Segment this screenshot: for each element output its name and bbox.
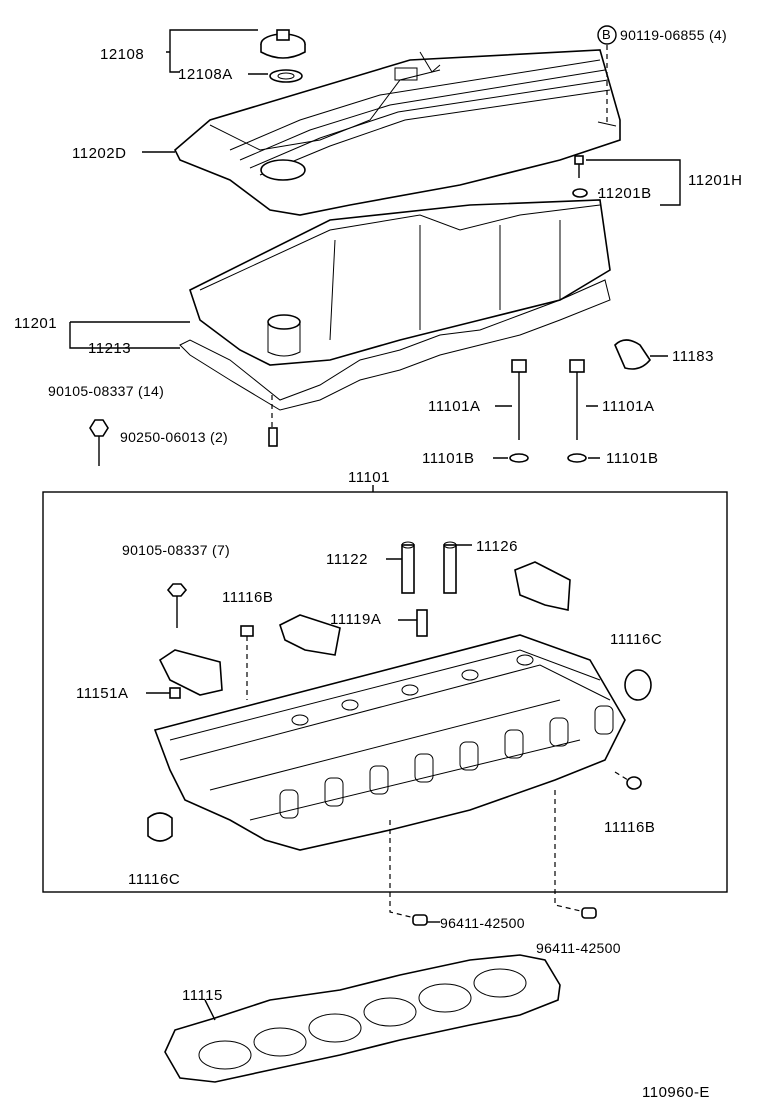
- tight-plug-bottom: [626, 776, 642, 790]
- bearing-cap-left: [158, 649, 223, 696]
- label-11122: 11122: [326, 551, 368, 568]
- head-bolt-left: [509, 359, 529, 463]
- label-11213: 11213: [88, 340, 132, 357]
- valve-guide-intake: [401, 541, 415, 594]
- cylinder-head: [153, 634, 626, 851]
- label-11119A: 11119A: [330, 611, 382, 628]
- label-90105-7: 90105-08337 (7): [122, 542, 231, 558]
- head-bolt-right: [567, 359, 587, 463]
- label-11115: 11115: [182, 987, 223, 1004]
- label-12108: 12108: [100, 46, 145, 63]
- label-11116C-right: 11116C: [610, 631, 663, 648]
- cam-bearing-bolt: [166, 583, 188, 628]
- seal-plug-left: [147, 812, 173, 842]
- valve-guide-exhaust: [443, 541, 457, 594]
- label-11101B-right: 11101B: [606, 450, 659, 467]
- figure-id: 110960-E: [642, 1084, 710, 1101]
- label-11101A-left: 11101A: [428, 398, 481, 415]
- label-11116B-top: 11116B: [222, 589, 274, 606]
- straight-pin: [416, 609, 428, 637]
- bearing-cap-center: [279, 614, 341, 656]
- label-11101A-right: 11101A: [602, 398, 655, 415]
- ring-dowel: [169, 687, 181, 699]
- label-11201H: 11201H: [688, 172, 743, 189]
- label-11116B-bottom: 11116B: [604, 819, 656, 836]
- oil-filler-cap: [260, 29, 306, 59]
- label-12108A: 12108A: [178, 66, 233, 83]
- stud-pin: [268, 427, 278, 447]
- head-cover: [174, 49, 621, 216]
- label-11126: 11126: [476, 538, 518, 555]
- cover-gasket: [179, 279, 611, 411]
- semi-circular-plug: [614, 339, 651, 370]
- label-11201B: 11201B: [598, 185, 652, 202]
- head-cover-lower: [189, 199, 611, 366]
- head-gasket: [164, 954, 561, 1083]
- label-11183: 11183: [672, 348, 714, 365]
- head-cover-bolt: [89, 419, 109, 466]
- label-96411-a: 96411-42500: [440, 915, 525, 931]
- label-90250: 90250-06013 (2): [120, 429, 229, 445]
- label-11101: 11101: [348, 469, 390, 486]
- marker-b: B: [602, 27, 612, 42]
- bolt-marker-circle: [597, 25, 617, 45]
- bearing-cap-right: [514, 561, 571, 611]
- label-11101B-left: 11101B: [422, 450, 475, 467]
- cap-gasket: [269, 69, 303, 83]
- label-11202D: 11202D: [72, 145, 127, 162]
- label-11116C-left: 11116C: [128, 871, 181, 888]
- label-11201: 11201: [14, 315, 58, 332]
- cover-bolt: [572, 155, 588, 198]
- seal-plug-a: [412, 914, 428, 926]
- tight-plug-top: [240, 625, 254, 637]
- cylinder-head-box: [42, 491, 728, 893]
- seal-plug-b: [581, 907, 597, 919]
- label-90105-14: 90105-08337 (14): [48, 383, 165, 399]
- label-96411-b: 96411-42500: [536, 940, 621, 956]
- label-11151A: 11151A: [76, 685, 129, 702]
- label-90119: 90119-06855 (4): [620, 27, 727, 43]
- seal-plug-right: [624, 669, 652, 701]
